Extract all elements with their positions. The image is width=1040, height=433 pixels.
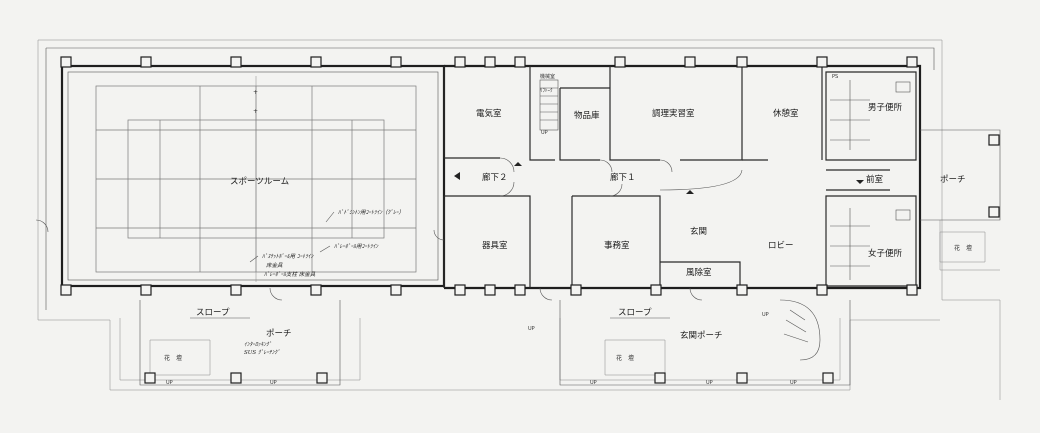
column xyxy=(570,284,582,296)
south-porches xyxy=(139,231,986,386)
column xyxy=(514,284,526,296)
column xyxy=(736,56,748,68)
column xyxy=(988,134,1000,146)
label-sports-room: スポーツルーム xyxy=(230,177,289,187)
label-flower-bed-west: 花 壇 xyxy=(164,354,182,362)
up-mark: UP xyxy=(541,130,548,136)
column xyxy=(316,372,328,384)
up-mark: UP xyxy=(270,380,277,386)
column xyxy=(140,56,152,68)
column xyxy=(684,56,696,68)
column xyxy=(310,284,322,296)
direction-markers xyxy=(454,162,864,194)
ps-mark: PS xyxy=(832,74,838,80)
label-flower-bed-ne: 花 壇 xyxy=(954,244,972,252)
up-mark: UP xyxy=(790,380,797,386)
column xyxy=(514,56,526,68)
stair-sublabel: ﾘﾌﾄｰｸ xyxy=(540,88,553,94)
svg-text:+: + xyxy=(253,89,258,96)
label-windbreak-room: 風除室 xyxy=(686,267,712,278)
column xyxy=(816,56,828,68)
column xyxy=(390,56,402,68)
label-entrance: 玄関 xyxy=(690,226,707,237)
label-mens-toilet: 男子便所 xyxy=(868,102,903,113)
stair-label: 機械室 xyxy=(540,73,555,80)
up-marks: UP UP UP UP UP UP UP UP xyxy=(166,130,797,386)
label-anteroom: 前室 xyxy=(866,174,884,185)
note-volleyball: ﾊﾞﾚｰﾎﾞｰﾙ用ｺｰﾄﾗｲﾝ xyxy=(334,243,379,250)
column xyxy=(454,56,466,68)
note-fixture: 床金具 xyxy=(266,262,283,269)
column xyxy=(988,206,1000,218)
column xyxy=(484,56,496,68)
column xyxy=(650,284,662,296)
svg-text:+: + xyxy=(253,108,258,115)
court-lines: + + xyxy=(95,76,417,282)
column xyxy=(484,284,496,296)
note-badminton: ﾊﾞﾄﾞﾐﾝﾄﾝ用ｺｰﾄﾗｲﾝ（ｸﾞﾚｰ） xyxy=(338,209,404,216)
column xyxy=(140,284,152,296)
label-equipment-room: 器具室 xyxy=(482,240,508,251)
column xyxy=(454,284,466,296)
sports-room-walls xyxy=(60,64,446,288)
column xyxy=(906,284,918,296)
column xyxy=(60,56,72,68)
note-porch-1: ｲﾝﾀｰﾛｯｷﾝｸﾞ xyxy=(244,341,272,348)
up-mark: UP xyxy=(528,326,535,332)
column xyxy=(230,372,242,384)
column xyxy=(614,56,626,68)
column xyxy=(390,284,402,296)
note-mat: ﾊﾞﾚｰﾎﾞｰﾙ支柱 床金具 xyxy=(264,271,316,278)
label-womens-toilet: 女子便所 xyxy=(868,248,903,259)
label-cooking-room: 調理実習室 xyxy=(652,108,695,119)
column xyxy=(144,372,156,384)
up-mark: UP xyxy=(166,380,173,386)
label-electrical-room: 電気室 xyxy=(476,108,502,119)
label-corridor-2: 廊下２ xyxy=(482,172,508,183)
label-porch-east: ポーチ xyxy=(940,175,966,185)
label-lobby: ロビー xyxy=(768,241,794,251)
label-storage: 物品庫 xyxy=(574,110,600,121)
column xyxy=(906,56,918,68)
label-slope-west: スロープ xyxy=(196,308,230,318)
up-mark: UP xyxy=(706,380,713,386)
column xyxy=(736,284,748,296)
label-porch-south: ポーチ xyxy=(266,329,292,339)
column xyxy=(822,372,834,384)
label-entrance-porch: 玄関ポーチ xyxy=(680,330,723,341)
up-mark: UP xyxy=(762,312,769,318)
column xyxy=(230,56,242,68)
column xyxy=(816,284,828,296)
column xyxy=(60,284,72,296)
column xyxy=(736,372,748,384)
columns xyxy=(60,56,1000,384)
column xyxy=(654,372,666,384)
label-slope-east: スロープ xyxy=(618,308,652,318)
column xyxy=(230,284,242,296)
up-mark: UP xyxy=(590,380,597,386)
east-wing-walls xyxy=(443,64,922,290)
column xyxy=(310,56,322,68)
site-outline xyxy=(37,39,1001,400)
doors xyxy=(35,157,703,301)
handwritten-notes: ﾊﾞﾄﾞﾐﾝﾄﾝ用ｺｰﾄﾗｲﾝ（ｸﾞﾚｰ） ﾊﾞﾚｰﾎﾞｰﾙ用ｺｰﾄﾗｲﾝ ﾊﾞ… xyxy=(244,209,404,356)
service-stair xyxy=(539,79,559,131)
note-basketball: ﾊﾞｽｹｯﾄﾎﾞｰﾙ用 ｺｰﾄﾗｲﾝ xyxy=(262,253,314,260)
label-corridor-1: 廊下１ xyxy=(610,172,636,183)
note-porch-2: SUS ｸﾞﾚｰﾁﾝｸﾞ xyxy=(244,349,280,356)
label-flower-bed-east: 花 壇 xyxy=(616,354,634,362)
label-office: 事務室 xyxy=(604,240,630,251)
label-lounge: 休憩室 xyxy=(773,108,799,119)
